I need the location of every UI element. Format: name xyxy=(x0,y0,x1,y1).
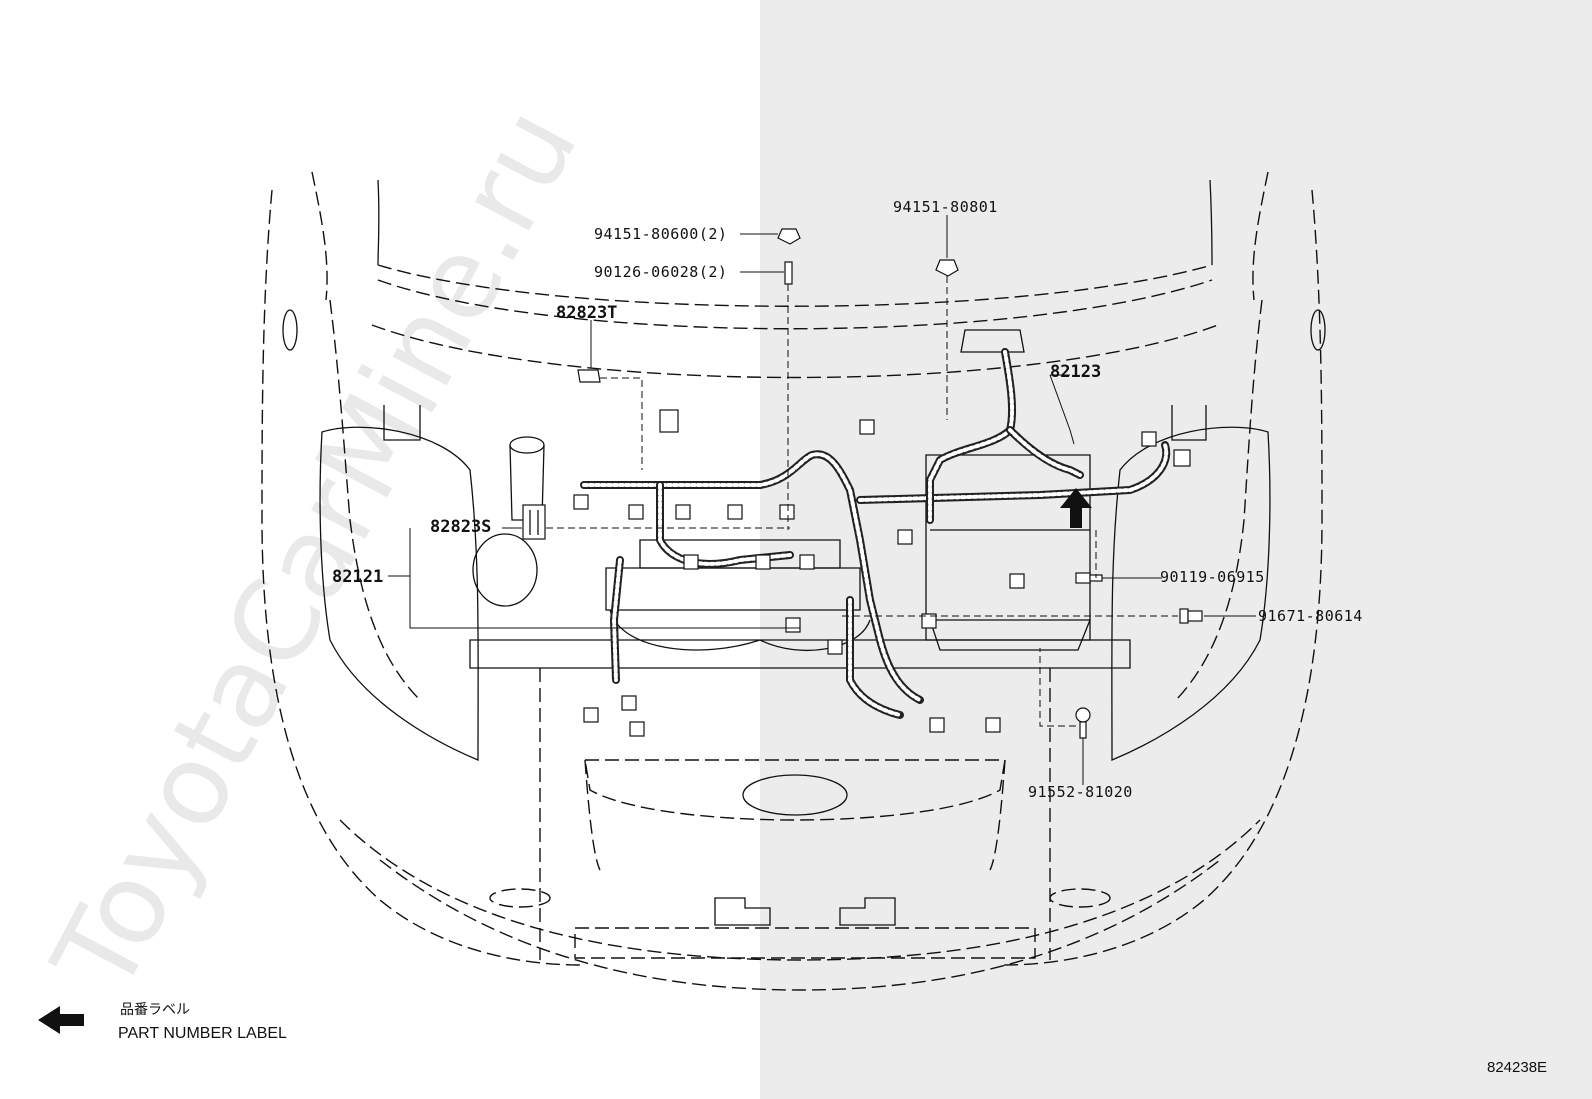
label-91671-80614: 91671-80614 xyxy=(1258,607,1363,625)
wiring-harness-82121 xyxy=(580,441,1171,719)
nut-94151-80600-icon xyxy=(777,228,801,245)
left-arrow-icon xyxy=(38,1006,84,1034)
watermark: ToyotaCarMine.ru xyxy=(29,88,604,1014)
label-82823T: 82823T xyxy=(556,303,617,323)
wiring-harness-82123 xyxy=(926,348,1084,524)
label-90126-06028: 90126-06028(2) xyxy=(594,263,727,281)
legend-english: PART NUMBER LABEL xyxy=(118,1025,287,1042)
bolt-91552-81020-icon xyxy=(1075,707,1091,723)
label-82121: 82121 xyxy=(332,567,383,587)
shaded-background-panel xyxy=(760,0,1592,1099)
label-94151-80600: 94151-80600(2) xyxy=(594,225,727,243)
legend-japanese: 品番ラベル xyxy=(120,1002,190,1018)
bolt-90119-06915-icon xyxy=(1075,572,1091,584)
label-82123: 82123 xyxy=(1050,362,1101,382)
bolt-91671-80614-icon xyxy=(1179,608,1189,624)
label-94151-80801: 94151-80801 xyxy=(893,198,998,216)
label-82823S: 82823S xyxy=(430,517,491,537)
up-arrow-icon xyxy=(1060,488,1092,528)
nut-94151-80801-icon xyxy=(935,259,959,277)
diagram-code: 824238E xyxy=(1487,1059,1547,1076)
stud-90126-06028-icon xyxy=(784,261,793,285)
label-91552-81020: 91552-81020 xyxy=(1028,783,1133,801)
connectors xyxy=(522,369,1191,737)
leader-lines xyxy=(388,215,1256,785)
label-90119-06915: 90119-06915 xyxy=(1160,568,1265,586)
fasteners xyxy=(777,228,1203,739)
